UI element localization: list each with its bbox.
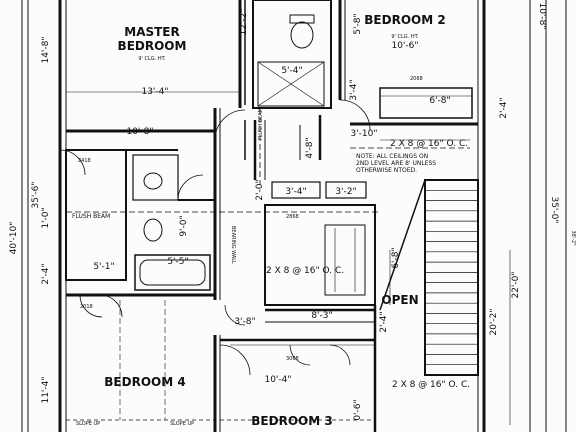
dim-bath-width: 5'-1"	[93, 262, 114, 272]
dim-master-width: 13'-4"	[141, 87, 168, 97]
dim-left-c: 1'-0"	[41, 207, 51, 228]
slope-up-note-2: SLOPE UP	[170, 421, 194, 427]
stair-railing	[379, 179, 426, 311]
beam-note-top: 2 X 8 @ 16" O. C.	[390, 139, 468, 149]
dim-bath-top-depth: 12'-2"	[239, 8, 249, 35]
door-tag-3068: 3068	[286, 356, 299, 362]
dim-right-e: 38'-2"	[570, 230, 576, 245]
master-ceiling-height: 9' CLG. HT.	[138, 56, 166, 62]
room-label-master-line2: BEDROOM	[118, 39, 187, 53]
dim-hall-b: 3'-4"	[349, 79, 359, 100]
dim-right-d: 22'-0"	[511, 271, 521, 298]
dim-stair-width: 2'-4"	[379, 311, 389, 332]
dim-bed2-side: 10'-8"	[537, 2, 547, 29]
ceiling-note-line2: 2ND LEVEL ARE 8' UNLESS	[356, 160, 436, 167]
dim-bottom-b: 0'-6"	[353, 399, 363, 420]
room-label-bedroom-4: BEDROOM 4	[104, 375, 185, 389]
bearing-wall-note: BEARING WALL	[230, 226, 236, 264]
door-tag-2068: 2068	[410, 76, 423, 82]
door-tag-2868: 2868	[286, 214, 299, 220]
ceiling-note-line1: NOTE: ALL CEILINGS ON	[356, 153, 428, 160]
beam-note-mid: 2 X 8 @ 16" O. C.	[266, 266, 344, 276]
dim-bed2-closet: 6'-8"	[429, 96, 450, 106]
open-area-label: OPEN	[381, 293, 418, 307]
room-label-bedroom-3: BEDROOM 3	[251, 414, 332, 428]
dim-bed3-side: 5'-8"	[353, 13, 363, 34]
stair-outline	[424, 179, 479, 376]
room-label-bedroom-2: BEDROOM 2	[364, 13, 445, 27]
bedroom-2-walls	[338, 0, 478, 126]
dim-right-a: 2'-4"	[499, 97, 509, 118]
dim-left-a: 35'-6"	[31, 181, 41, 208]
dim-hall-c: 4'-8"	[305, 137, 315, 158]
dim-left-e: 11'-4"	[41, 376, 51, 403]
lower-bedroom-walls	[66, 305, 377, 432]
dim-right-b: 35'-0"	[549, 196, 559, 223]
dim-hall-a: 3'-10"	[350, 129, 377, 139]
door-tag-2018: 2018	[80, 304, 93, 310]
ceiling-note-line3: OTHERWISE NTOED.	[356, 167, 417, 174]
left-bath	[65, 149, 215, 297]
dim-stair-height: 6'-8"	[391, 247, 401, 268]
dim-mid-a: 3'-4"	[285, 187, 306, 197]
dim-mid-b: 3'-2"	[335, 187, 356, 197]
dim-bed2-width: 10'-6"	[391, 41, 418, 51]
dim-hall-width: 10'-8"	[126, 127, 153, 137]
dimension-lines	[66, 91, 511, 425]
door-swings	[59, 99, 371, 376]
dim-left-b: 40'-10"	[9, 222, 19, 255]
slope-up-note-1: SLOPE UP	[76, 421, 100, 427]
dim-mid-f: 9'-0"	[179, 215, 189, 236]
room-label-master-line1: MASTER	[124, 25, 180, 39]
flush-beam-vertical-note: FLUSH BEAM	[258, 108, 264, 140]
beam-note-bottom: 2 X 8 @ 16" O. C.	[392, 380, 470, 390]
dim-mid-d: 3'-8"	[234, 317, 255, 327]
door-tag-2418: 2418	[78, 158, 91, 164]
flush-beam-note: FLUSH BEAM	[72, 213, 110, 220]
master-bath	[252, 0, 332, 109]
dim-mid-c: 2'-0"	[255, 179, 265, 200]
beam-lines	[66, 108, 470, 420]
dim-right-c: 20'-2"	[489, 308, 499, 335]
dim-tub-width: 5'-5"	[167, 257, 188, 267]
dim-left-d: 2'-4"	[41, 263, 51, 284]
staircase	[379, 179, 479, 376]
exterior-walls	[21, 0, 567, 432]
dim-bottom-a: 10'-4"	[264, 375, 291, 385]
bedroom-2-ceiling-height: 9' CLG. HT.	[391, 34, 419, 40]
dim-mid-e: 8'-3"	[311, 311, 332, 321]
dim-master-depth: 14'-8"	[41, 36, 51, 63]
dim-bath-top-width: 5'-4"	[281, 66, 302, 76]
